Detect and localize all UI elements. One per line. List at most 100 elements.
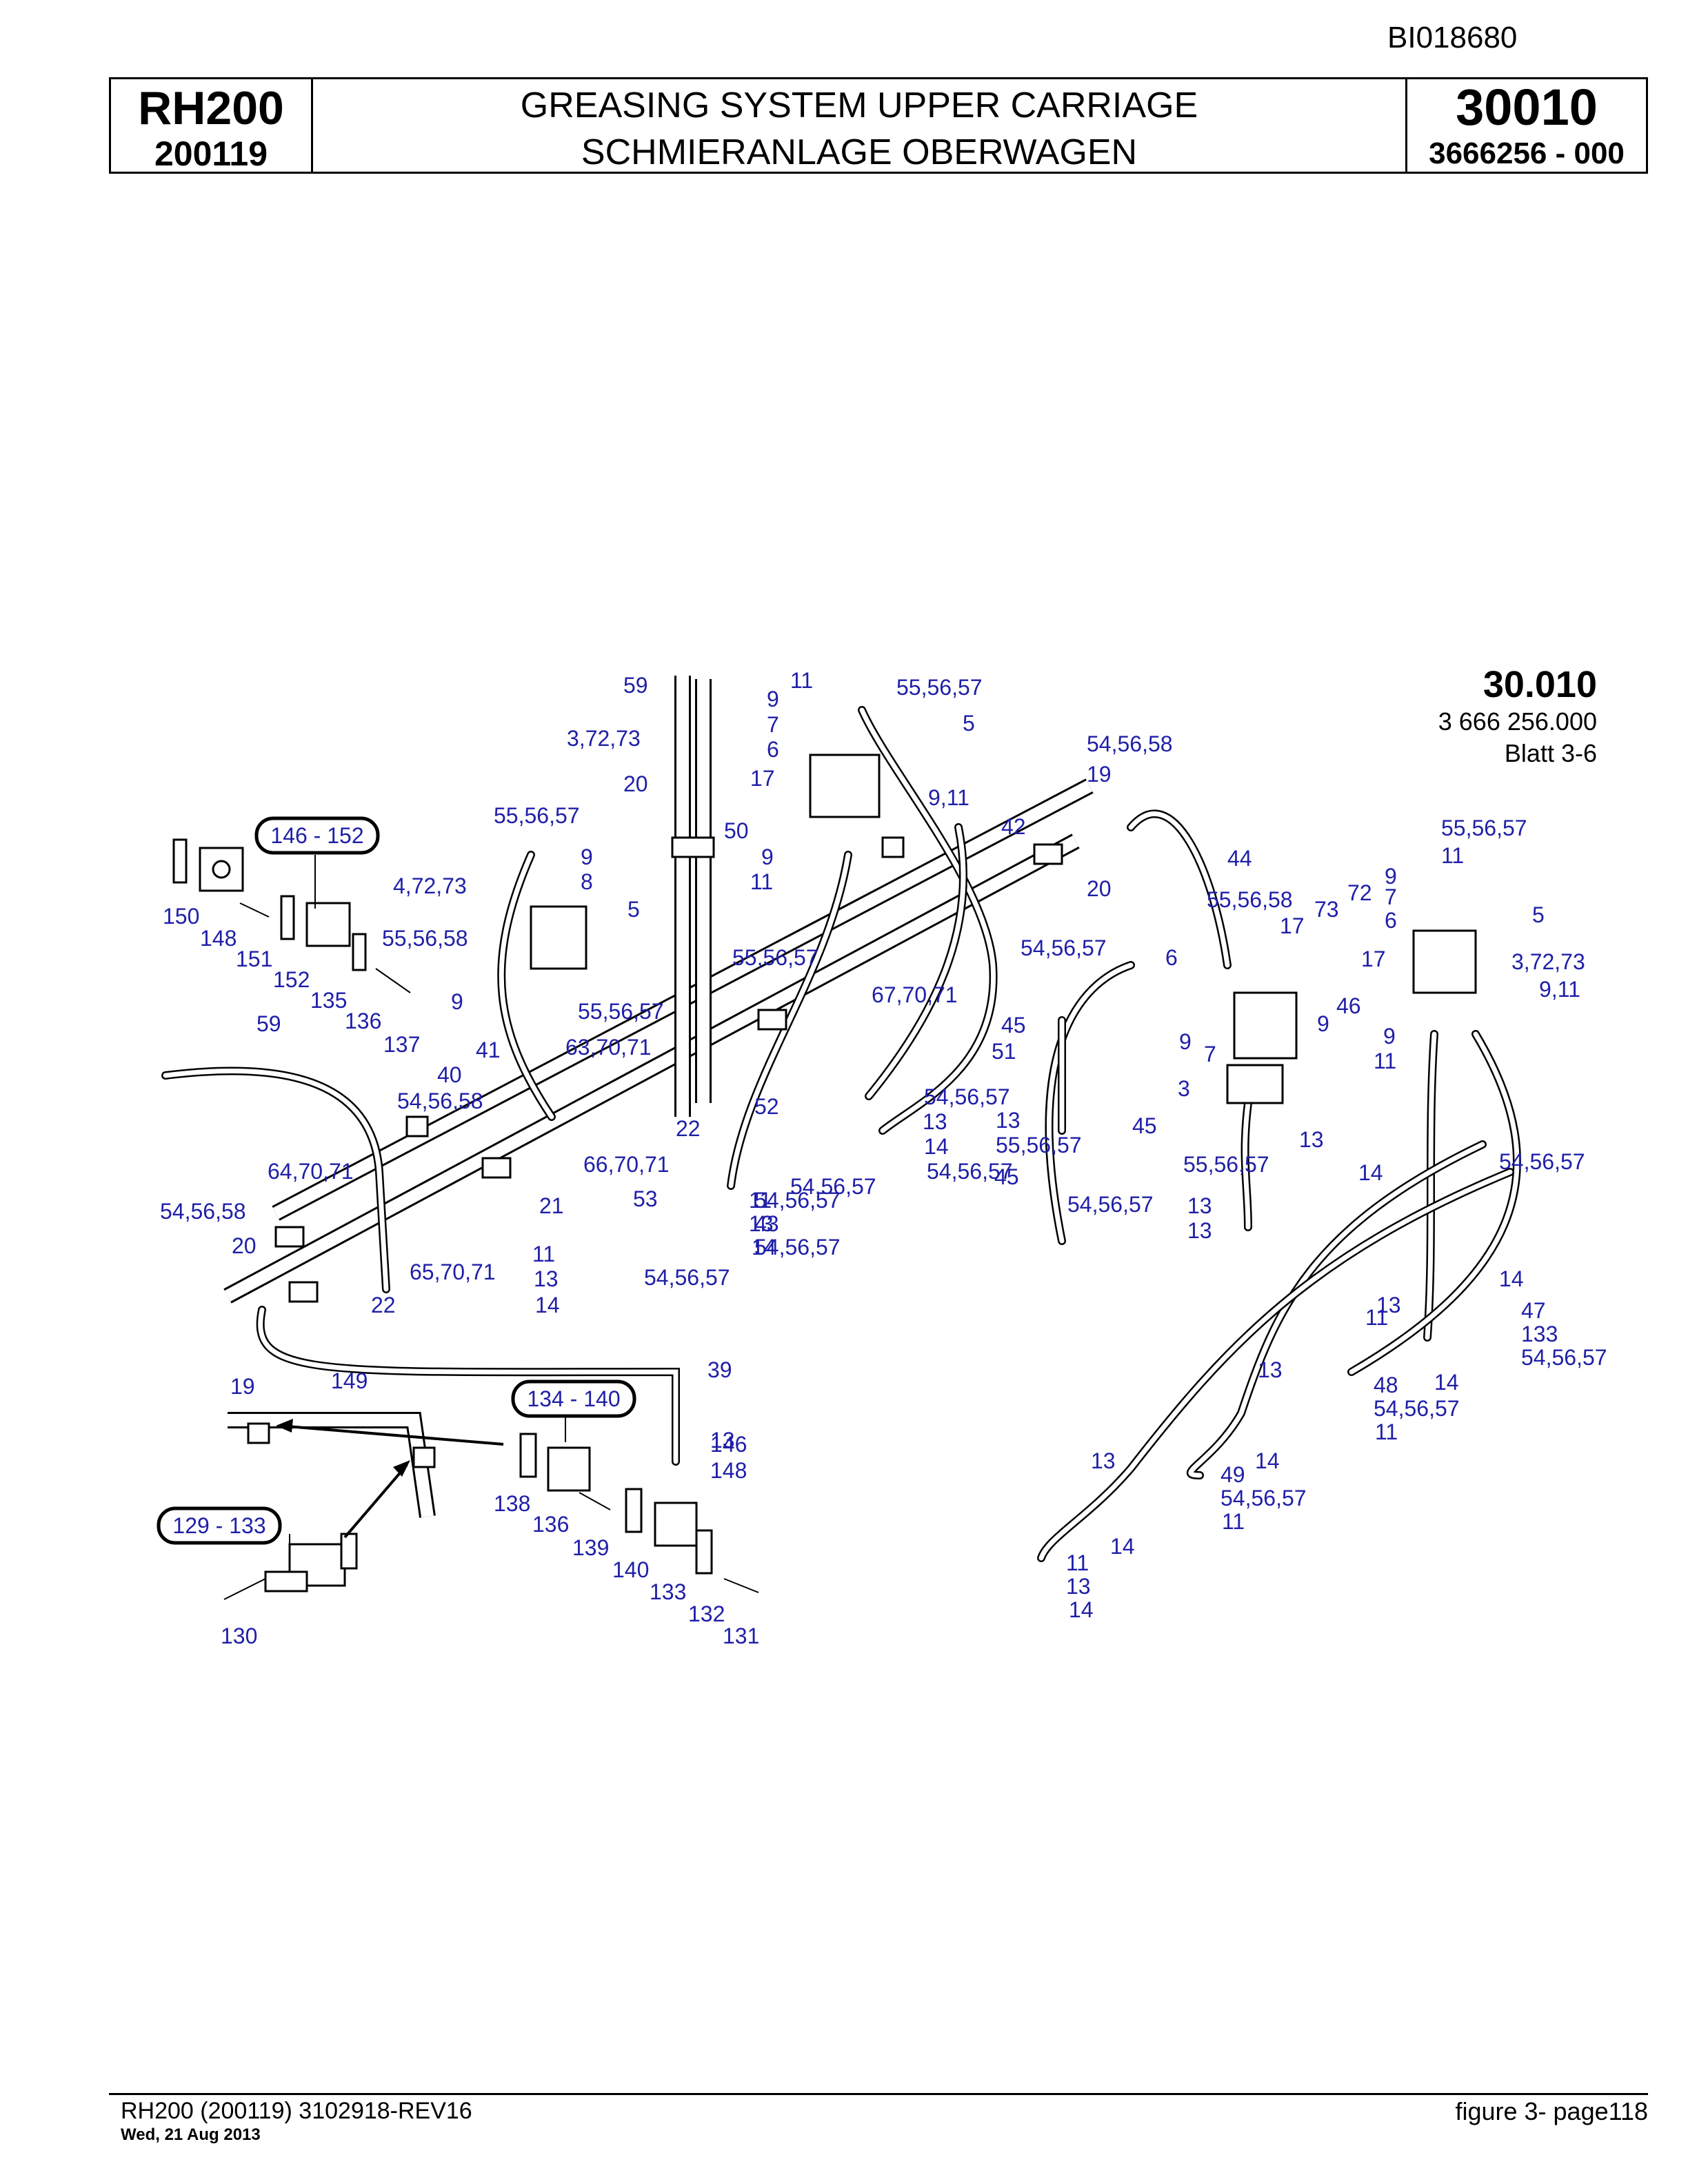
callout: 9 (1383, 1024, 1396, 1049)
clamp-half (305, 902, 351, 947)
callout: 13 (710, 1428, 735, 1453)
callout: 22 (371, 1293, 396, 1317)
callout: 59 (623, 673, 648, 698)
callout: 9,11 (1539, 977, 1580, 1002)
callout: 140 (612, 1557, 649, 1582)
callout: 55,56,58 (1207, 887, 1293, 912)
callout: 54,56,57 (924, 1084, 1010, 1109)
callout: 72 (1347, 880, 1372, 905)
callout: 14 (924, 1134, 949, 1159)
callout: 130 (221, 1624, 257, 1648)
callout: 55,56,57 (578, 999, 664, 1024)
callout: 13 (1258, 1357, 1283, 1382)
range-box-134-140 (511, 1379, 636, 1418)
model-cell: RH200 200119 (111, 79, 313, 172)
callout: 11 (749, 1188, 772, 1213)
callout: 51 (992, 1039, 1016, 1064)
title-cell: GREASING SYSTEM UPPER CARRIAGE SCHMIERAN… (313, 79, 1405, 172)
callout: 136 (532, 1512, 569, 1537)
callout: 132 (688, 1601, 725, 1626)
callout: 5 (627, 897, 640, 922)
callout: 17 (750, 766, 775, 791)
callout: 73 (1314, 897, 1339, 922)
callout: 11 (1374, 1049, 1396, 1073)
distributor-blocks (530, 754, 1477, 1104)
callout: 54,56,58 (397, 1089, 483, 1113)
callout: 54,56,57 (1067, 1192, 1154, 1217)
figure-code: 30.010 (1483, 664, 1597, 705)
callout: 54,56,57 (1220, 1486, 1307, 1510)
callout: 9 (761, 845, 774, 869)
callout: 4,72,73 (393, 873, 467, 898)
clamp (881, 836, 905, 858)
callout: 13 (1376, 1293, 1401, 1317)
callout: 45 (994, 1164, 1019, 1189)
callout: 6 (767, 737, 779, 762)
clamp-half (654, 1502, 698, 1547)
callout: 14 (752, 1235, 776, 1260)
range-boxes: 146 - 152 134 - 140 129 - 133 (157, 816, 636, 1545)
callout: 150 (163, 904, 199, 929)
callout: 50 (724, 818, 749, 843)
footer-date: Wed, 21 Aug 2013 (121, 2125, 261, 2144)
callout: 14 (535, 1293, 560, 1317)
callout: 7 (1204, 1042, 1216, 1066)
callout: 11 (1222, 1509, 1245, 1534)
clamp-kit-129-133 (223, 1533, 358, 1600)
callout: 146 (710, 1432, 747, 1457)
callout: 42 (1001, 814, 1026, 839)
callout: 52 (754, 1094, 779, 1119)
callout: 8 (581, 869, 593, 894)
clamp (412, 1446, 436, 1468)
callout: 45 (1132, 1113, 1157, 1138)
figure-sheet: Blatt 3-6 (1504, 739, 1597, 767)
callout: 14 (1499, 1266, 1524, 1291)
callout: 13 (1299, 1127, 1324, 1152)
callout: 5 (963, 711, 975, 736)
callout: 138 (494, 1491, 530, 1516)
footer-document-ref: RH200 (200119) 3102918-REV16 (121, 2098, 472, 2124)
range-box-label: 134 - 140 (527, 1386, 620, 1411)
callout: 17 (1361, 947, 1386, 971)
callout: 14 (1434, 1370, 1459, 1395)
callout: 55,56,57 (996, 1133, 1082, 1157)
clamp-kit-134-140 (519, 1433, 759, 1593)
callout: 13 (534, 1266, 559, 1291)
callout: 54,56,57 (754, 1235, 841, 1260)
clamp (671, 836, 715, 858)
callout: 54,56,57 (644, 1265, 730, 1290)
clamp-plate (695, 1529, 713, 1575)
callout: 54,56,57 (1499, 1149, 1585, 1174)
hoses (161, 706, 1521, 1562)
callout: 22 (676, 1116, 701, 1141)
callout: 48 (1374, 1373, 1398, 1397)
callout: 55,56,57 (1183, 1152, 1269, 1177)
callout: 54,56,57 (1021, 936, 1107, 960)
callout: 53 (633, 1186, 658, 1211)
callout: 20 (623, 771, 648, 796)
callout: 55,56,58 (382, 926, 468, 951)
callout: 139 (572, 1535, 609, 1560)
callout: 11 (790, 668, 813, 693)
callout: 46 (1336, 993, 1361, 1018)
distributor-block-top (809, 754, 881, 818)
callout: 151 (236, 947, 272, 971)
callout: 137 (383, 1032, 420, 1057)
title-block: RH200 200119 GREASING SYSTEM UPPER CARRI… (109, 77, 1648, 174)
callout: 11 (1375, 1419, 1398, 1444)
callout: 9 (767, 687, 779, 711)
callout: 54,56,57 (754, 1188, 841, 1213)
callout: 14 (1069, 1597, 1094, 1622)
distributor-block-middle (1233, 991, 1298, 1060)
callout: 63,70,71 (565, 1035, 652, 1060)
callout: 55,56,57 (494, 803, 580, 828)
clamp (405, 1115, 429, 1138)
callout: 19 (1087, 762, 1112, 787)
callout: 13 (1187, 1193, 1212, 1218)
callout: 39 (707, 1357, 732, 1382)
callout: 6 (1165, 945, 1178, 970)
callout: 45 (1001, 1013, 1026, 1038)
callout: 133 (1521, 1322, 1558, 1346)
callout: 55,56,57 (1441, 816, 1527, 840)
clamp (288, 1281, 319, 1303)
